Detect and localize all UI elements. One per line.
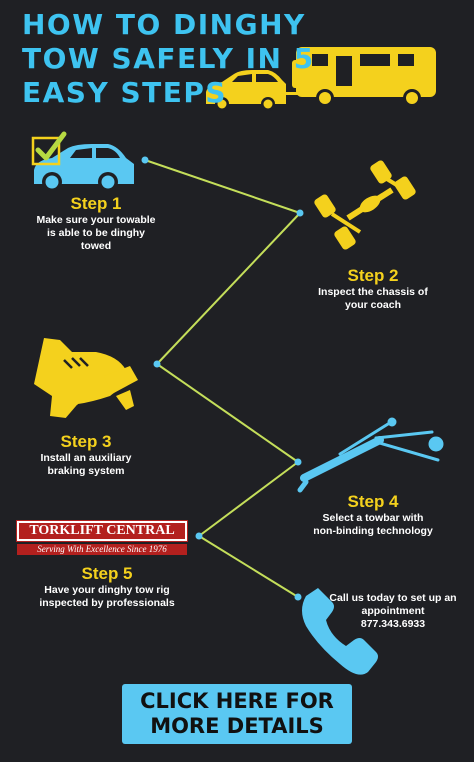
step-3-text-line2: braking system — [47, 465, 125, 477]
step-4-block: Step 4 Select a towbar with non-binding … — [298, 492, 448, 538]
phone-icon — [302, 588, 378, 675]
step-1-text-line1: Make sure your towable — [36, 214, 156, 226]
step-1-heading: Step 1 — [70, 194, 122, 213]
connector-lines — [144, 159, 301, 598]
step-1-block: Step 1 Make sure your towable is able to… — [26, 194, 166, 253]
step-3-block: Step 3 Install an auxiliary braking syst… — [16, 432, 156, 478]
checked-car-icon — [31, 131, 134, 192]
step-3-text-line1: Install an auxiliary — [40, 452, 132, 464]
contact-phone[interactable]: 877.343.6933 — [360, 618, 426, 630]
connector-nodes — [141, 156, 304, 601]
logo-tagline: Serving With Excellence Since 1976 — [17, 544, 187, 555]
step-2-text-line1: Inspect the chassis of — [318, 286, 428, 298]
step-4-text-line2: non-binding technology — [313, 525, 433, 537]
title-line-3: EASY STEPS — [22, 76, 228, 109]
step-5-text-line1: Have your dinghy tow rig — [44, 584, 170, 596]
page-title: HOW TO DINGHY TOW SAFELY IN 5 EASY STEPS — [22, 8, 322, 110]
more-details-button[interactable]: CLICK HERE FOR MORE DETAILS — [122, 684, 352, 744]
step-5-heading: Step 5 — [81, 564, 133, 583]
towbar-icon — [297, 417, 444, 493]
step-3-heading: Step 3 — [60, 432, 112, 451]
step-2-heading: Step 2 — [347, 266, 399, 285]
rv-towing-car-icon — [206, 47, 436, 111]
step-1-text-line3: towed — [80, 240, 112, 252]
title-line-2: TOW SAFELY IN 5 — [22, 42, 315, 75]
logo-name: TORKLIFT CENTRAL — [16, 520, 188, 542]
boot-brake-pedal-icon — [34, 338, 138, 421]
step-4-heading: Step 4 — [347, 492, 399, 511]
step-5-block: Step 5 Have your dinghy tow rig inspecte… — [22, 564, 192, 610]
title-line-1: HOW TO DINGHY — [22, 8, 306, 41]
step-1-text-line2: is able to be dinghy — [46, 227, 145, 239]
step-2-text-line2: your coach — [344, 299, 402, 311]
step-2-block: Step 2 Inspect the chassis of your coach — [298, 266, 448, 312]
contact-block: Call us today to set up an appointment 8… — [318, 592, 468, 631]
step-4-text-line1: Select a towbar with — [322, 512, 424, 524]
torklift-central-logo[interactable]: TORKLIFT CENTRAL Serving With Excellence… — [16, 520, 188, 555]
chassis-icon — [314, 160, 416, 250]
cta-line2: MORE DETAILS — [150, 714, 324, 738]
step-5-text-line2: inspected by professionals — [39, 597, 175, 609]
contact-line2: appointment — [361, 605, 425, 617]
contact-line1: Call us today to set up an — [329, 592, 457, 604]
cta-line1: CLICK HERE FOR — [140, 689, 334, 713]
